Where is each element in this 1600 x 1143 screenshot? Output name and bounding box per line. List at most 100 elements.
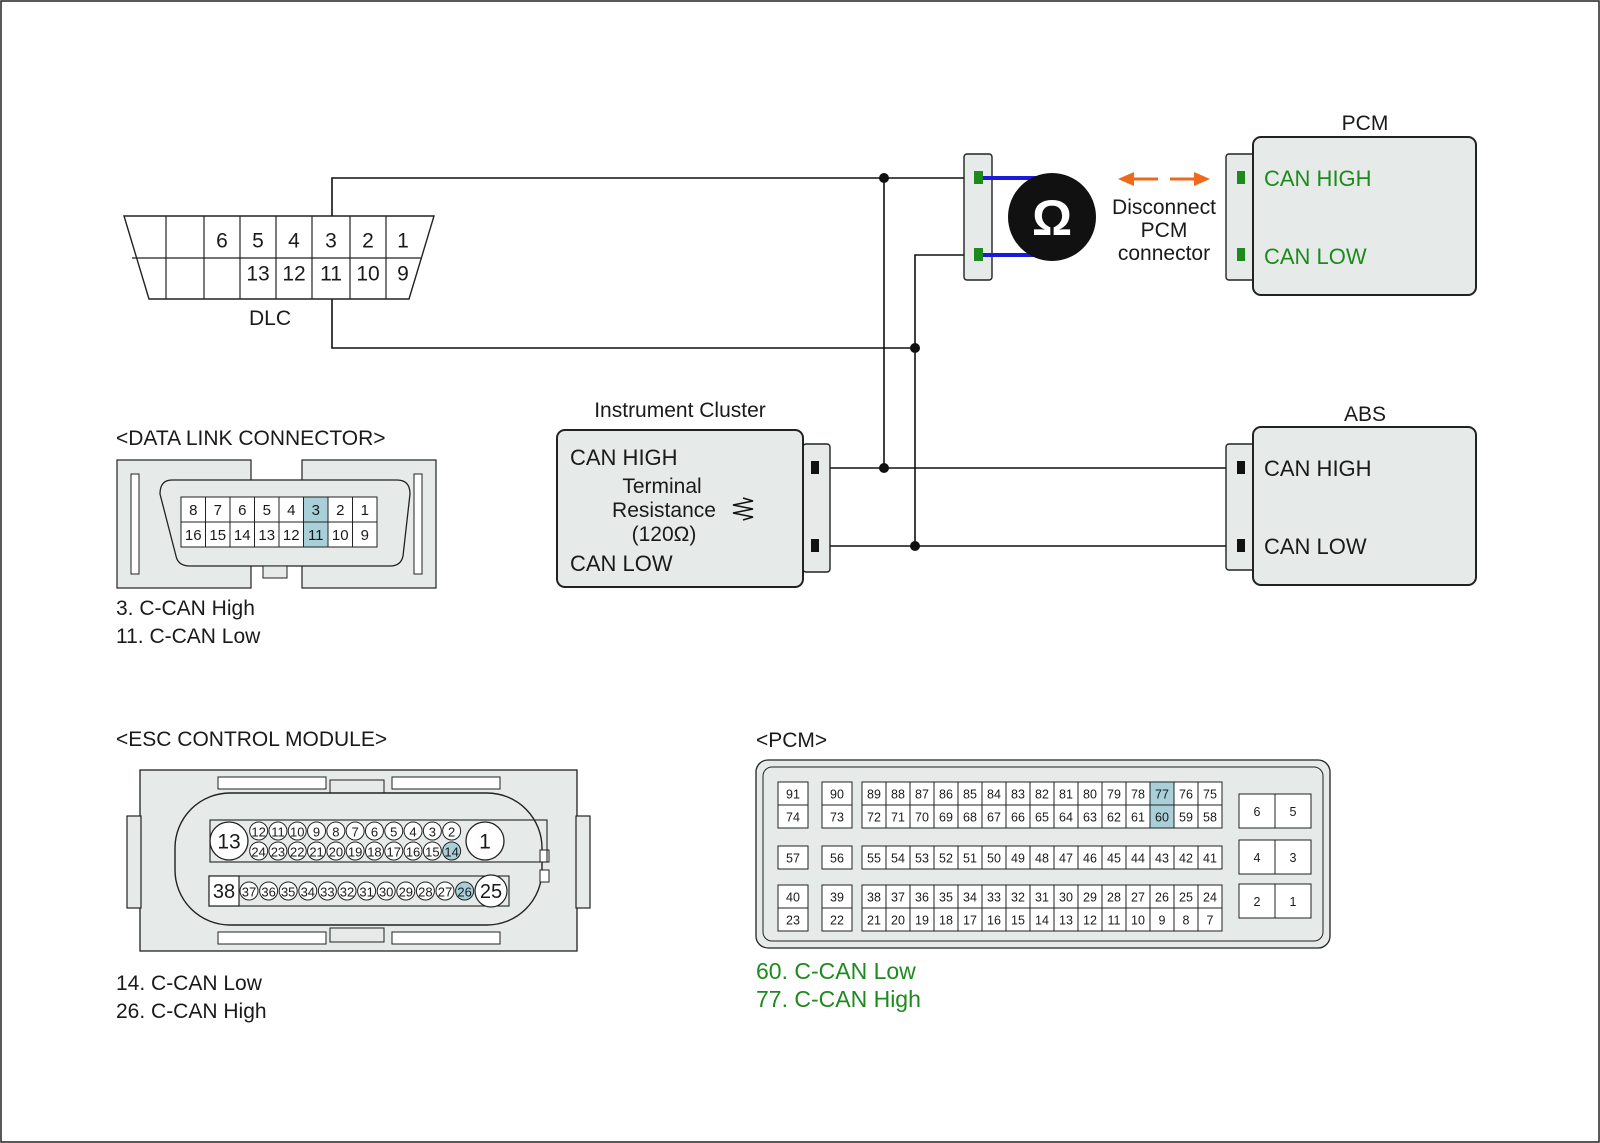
pcm-note-high: 77. C-CAN High [756,986,921,1012]
esc-pin [259,881,279,901]
pcm-pin-48: 48 [1035,852,1049,866]
esc-pin-36: 36 [261,885,275,900]
ohm-meter-icon [1008,173,1096,261]
esc-pin-30: 30 [379,885,393,900]
pin-cell [327,496,353,523]
pcm-pin-90: 90 [830,788,844,802]
esc-pin-26: 26 [457,885,471,900]
esc-pin [435,881,455,901]
pcm-pin-75: 75 [1203,788,1217,802]
esc-pin [345,841,365,861]
instrument-cluster: Instrument Cluster CAN HIGH CAN LOW Term… [556,399,831,588]
pcm-pin-15: 15 [1011,914,1025,928]
pcm-pin-91: 91 [786,788,800,802]
esc-pin [298,881,318,901]
pcm-pin-62: 62 [1107,811,1121,825]
esc-pin-24: 24 [251,845,265,860]
junction-dot [879,173,889,183]
esc-pin-5: 5 [390,825,397,840]
esc-pin [415,881,435,901]
pcm-module-pin-low [1237,248,1245,261]
junction-dot [910,541,920,551]
esc-pin-21: 21 [309,845,323,860]
pcm-pin-12: 12 [1083,914,1097,928]
pcm-pin-74: 74 [786,811,800,825]
abs-can-low: CAN LOW [1264,534,1367,559]
pcm-pin-10: 10 [1131,914,1145,928]
esc-pin-15: 15 [425,845,439,860]
pcm-pin-57: 57 [786,852,800,866]
pcm-pin-1: 1 [1290,895,1297,909]
esc-pin-14: 14 [444,845,458,860]
pcm-pin-19: 19 [915,914,929,928]
pin-cell [777,804,809,829]
pcm-pin-56: 56 [830,852,844,866]
esc-pin [442,841,462,861]
pcm-pin-72: 72 [867,811,881,825]
pcm-pin-83: 83 [1011,788,1025,802]
pcm-pin-63: 63 [1083,811,1097,825]
esc-pin-33: 33 [320,885,334,900]
esc-pin [442,821,462,841]
pcm-pin-70: 70 [915,811,929,825]
pcm-pin-high-green [974,171,983,184]
esc-pin [396,881,416,901]
pin-cell [1238,883,1276,919]
cluster-can-high: CAN HIGH [570,445,678,470]
esc-pin-17: 17 [387,845,401,860]
abs-title: ABS [1344,403,1386,426]
esc-pin [345,821,365,841]
pcm-pin-52: 52 [939,852,953,866]
dlc-pin-6: 6 [216,230,228,253]
pcm-pin-59: 59 [1179,811,1193,825]
dlc-detail-pin-11: 11 [308,527,324,544]
esc-pin-4: 4 [409,825,416,840]
esc-pin-35: 35 [281,885,295,900]
esc-pin-7: 7 [352,825,359,840]
abs-can-high: CAN HIGH [1264,456,1372,481]
junction-dot [879,463,889,473]
esc-pin [287,841,307,861]
cluster-pin-low [811,539,819,552]
pcm-pin-79: 79 [1107,788,1121,802]
dlc-pin-9: 9 [397,263,409,286]
esc-pin-8: 8 [332,825,339,840]
esc-pin [278,881,298,901]
pcm-pin-26: 26 [1155,891,1169,905]
pcm-pin-73: 73 [830,811,844,825]
pin-cell [254,496,280,523]
pcm-pin-36: 36 [915,891,929,905]
can-low-wire-dlc [331,290,915,349]
pcm-pin-22: 22 [830,914,844,928]
dlc-detail-pin-8: 8 [189,502,197,519]
pcm-pin-23: 23 [786,914,800,928]
dlc-dividers [165,216,387,299]
esc-pin-34: 34 [301,885,315,900]
pcm-pin-68: 68 [963,811,977,825]
esc-pin-37: 37 [242,885,256,900]
pcm-pin-69: 69 [939,811,953,825]
esc-pin-27: 27 [438,885,452,900]
esc-pin-11: 11 [271,825,285,840]
esc-pin [249,841,269,861]
esc-pin [268,841,288,861]
pcm-pin-51: 51 [963,852,977,866]
pcm-pin-38: 38 [867,891,881,905]
dlc-detail-pin-14: 14 [234,527,251,544]
pcm-pin-65: 65 [1035,811,1049,825]
svg-text:Disconnect: Disconnect [1112,196,1216,219]
dlc-pin-11: 11 [320,263,342,286]
pin-cell [821,845,853,870]
pcm-pin-13: 13 [1059,914,1073,928]
pcm-pin-30: 30 [1059,891,1073,905]
pcm-pin-16: 16 [987,914,1001,928]
pcm-pin-50: 50 [987,852,1001,866]
pcm-pin-71: 71 [891,811,905,825]
esc-pin [384,841,404,861]
pcm-pin-54: 54 [891,852,905,866]
pin-cell [821,907,853,932]
dlc-pin-12: 12 [282,263,305,286]
